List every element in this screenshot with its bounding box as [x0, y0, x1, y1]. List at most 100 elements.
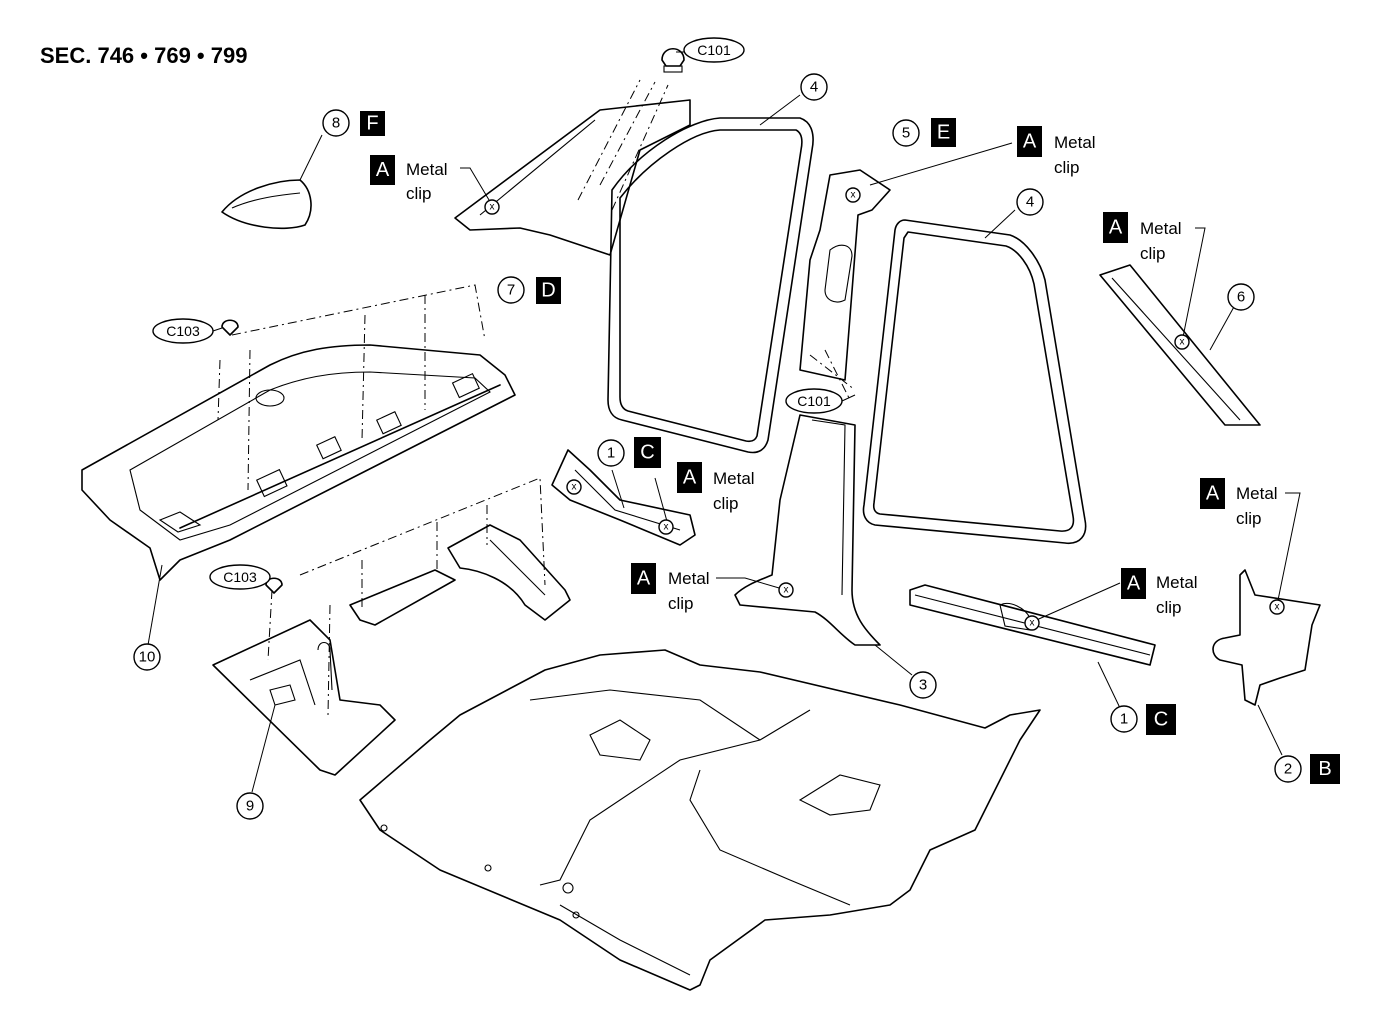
leader-clip-4 [654, 477, 669, 526]
leader-1b [1097, 661, 1121, 709]
svg-text:Metal: Metal [1054, 133, 1096, 152]
leader-10 [147, 564, 163, 646]
leader-c103-left [212, 327, 223, 332]
svg-text:Metal: Metal [1140, 219, 1182, 238]
letter-tag-d: D [536, 277, 561, 304]
rear-floor-trim-pieces [349, 524, 571, 626]
leader-9 [251, 704, 276, 793]
svg-text:4: 4 [1026, 194, 1034, 211]
svg-text:A: A [1127, 573, 1141, 595]
dashline-part9-1 [267, 589, 273, 661]
leader-clip-7 [1276, 492, 1301, 606]
leader-clip-2 [869, 142, 1013, 186]
part-4-weatherstrip-right [862, 219, 1087, 545]
letter-tag-a-clip-4: A [677, 462, 702, 493]
svg-text:Metal: Metal [1236, 484, 1278, 503]
metal-clip-label-1: Metal clip [406, 160, 448, 203]
part-9-rear-side-trim [212, 619, 396, 776]
svg-text:Metal: Metal [668, 569, 710, 588]
callout-c101-mid: C101 [785, 388, 843, 414]
svg-text:4: 4 [810, 79, 818, 96]
svg-text:B: B [1318, 758, 1331, 780]
part-3-center-pillar-lower [734, 414, 881, 646]
svg-text:x: x [572, 482, 577, 493]
svg-text:x: x [1180, 337, 1185, 348]
svg-text:1: 1 [607, 445, 615, 462]
letter-tag-a-clip-2: A [1017, 126, 1042, 157]
svg-text:C: C [640, 442, 654, 464]
svg-text:A: A [637, 568, 651, 590]
callout-c103-low: C103 [209, 564, 271, 590]
svg-text:2: 2 [1284, 761, 1292, 778]
svg-text:A: A [683, 467, 697, 489]
svg-text:x: x [784, 585, 789, 596]
svg-text:clip: clip [406, 184, 432, 203]
part-number-4b: 4 [1016, 188, 1044, 216]
dashline-floor-1 [299, 477, 546, 586]
leader-clip-3 [1181, 227, 1206, 343]
part-number-2: 2 [1274, 755, 1302, 783]
leader-clip-5 [716, 577, 787, 591]
part-number-7: 7 [497, 276, 525, 304]
clip-c101-top [661, 47, 685, 73]
dashline-shelf-1 [231, 284, 486, 341]
svg-text:x: x [1030, 618, 1035, 629]
svg-text:Metal: Metal [713, 469, 755, 488]
part-7-quarter-trim [454, 79, 691, 256]
clip-c103-left [221, 319, 239, 336]
letter-tag-a-clip-6: A [1121, 568, 1146, 599]
callout-c103-left: C103 [152, 318, 214, 344]
part-number-6: 6 [1227, 283, 1255, 311]
part-6-front-pillar-trim [1099, 264, 1261, 426]
svg-text:7: 7 [507, 282, 515, 299]
part-4-weatherstrip-left [607, 117, 814, 454]
svg-text:clip: clip [1140, 244, 1166, 263]
svg-text:A: A [1023, 131, 1037, 153]
svg-text:Metal: Metal [406, 160, 448, 179]
callout-c101-top: C101 [683, 37, 745, 63]
dashline-shelf-5 [361, 314, 366, 441]
part-10-parcel-shelf [81, 344, 516, 581]
leader-4b [984, 209, 1016, 239]
code-c103-left: C103 [166, 323, 200, 339]
svg-text:clip: clip [668, 594, 694, 613]
dashline-part9-2 [327, 604, 331, 716]
svg-text:A: A [1109, 217, 1123, 239]
dashline-shelf-3 [247, 349, 251, 491]
leader-c101-mid [841, 394, 856, 402]
code-c101-top: C101 [697, 42, 731, 58]
letter-tag-e: E [931, 118, 956, 147]
metal-clip-label-2: Metal clip [1054, 133, 1096, 177]
leader-6 [1209, 304, 1236, 351]
svg-text:C: C [1154, 709, 1168, 731]
svg-text:6: 6 [1237, 289, 1245, 306]
svg-text:A: A [1206, 483, 1220, 505]
leader-clip-6 [1031, 582, 1121, 623]
code-c103-low: C103 [223, 569, 257, 585]
svg-text:D: D [541, 280, 555, 302]
part-number-1b: 1 [1110, 705, 1138, 733]
svg-text:10: 10 [139, 649, 156, 666]
svg-text:x: x [1275, 602, 1280, 613]
part-number-3: 3 [909, 671, 937, 699]
leader-4a [759, 94, 801, 126]
part-number-1a: 1 [597, 439, 625, 467]
svg-text:clip: clip [713, 494, 739, 513]
letter-tag-a-clip-3: A [1103, 212, 1128, 243]
metal-clip-label-5: Metal clip [668, 569, 710, 613]
code-c101-mid: C101 [797, 393, 831, 409]
part-5-center-pillar-upper [799, 169, 891, 401]
svg-text:9: 9 [246, 798, 254, 815]
part-number-5: 5 [892, 119, 920, 147]
part-8-cover [221, 179, 312, 230]
letter-tag-a-clip-5: A [631, 563, 656, 594]
letter-tag-a-clip-7: A [1200, 478, 1225, 509]
letter-tag-b: B [1310, 754, 1340, 784]
svg-text:E: E [937, 122, 950, 144]
svg-text:F: F [366, 113, 378, 135]
leader-3 [874, 644, 913, 676]
part-number-9: 9 [236, 792, 264, 820]
metal-clip-label-7: Metal clip [1236, 484, 1278, 528]
svg-text:x: x [664, 522, 669, 533]
section-reference: SEC. 746 • 769 • 799 [40, 43, 247, 68]
